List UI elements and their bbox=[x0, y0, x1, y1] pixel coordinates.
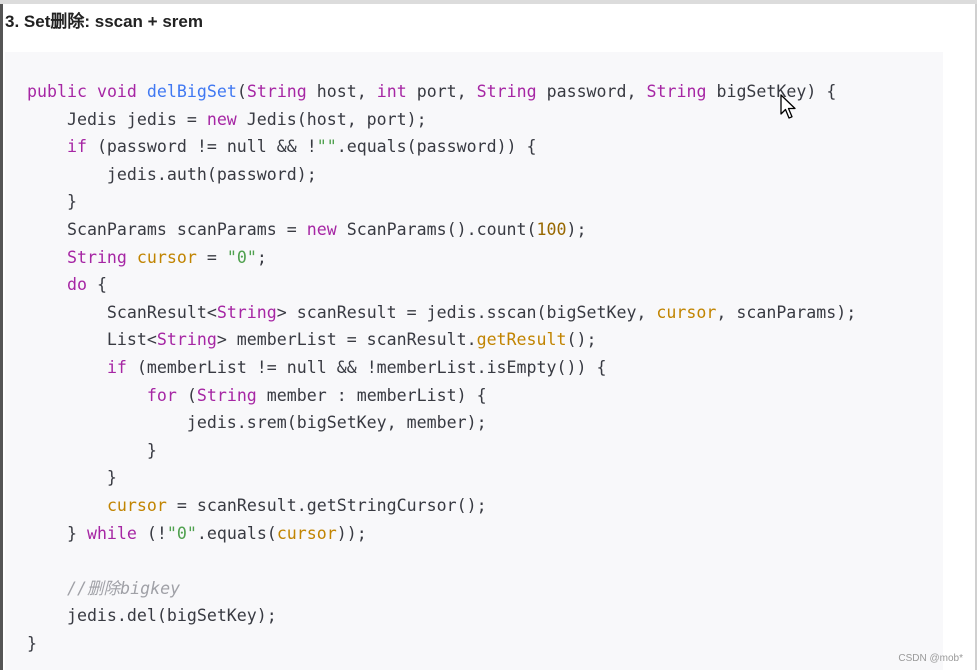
code-comment: //删除bigkey bbox=[66, 578, 181, 598]
mouse-pointer-icon bbox=[780, 94, 796, 119]
code-line: } bbox=[27, 192, 77, 212]
code-block: public void delBigSet(String host, int p… bbox=[5, 52, 943, 670]
code-line: } bbox=[27, 440, 157, 460]
code-line: jedis.auth(password); bbox=[27, 164, 317, 184]
code-line: ScanResult<String> scanResult = jedis.ss… bbox=[27, 302, 857, 322]
left-border bbox=[0, 4, 3, 670]
code-line: jedis.srem(bigSetKey, member); bbox=[27, 413, 487, 433]
section-heading: 3. Set删除: sscan + srem bbox=[5, 12, 203, 31]
code-line: List<String> memberList = scanResult.get… bbox=[27, 330, 597, 350]
code-line: do { bbox=[66, 275, 107, 295]
code-line: } bbox=[27, 633, 37, 653]
code-line: if (password != null && !"".equals(passw… bbox=[66, 137, 537, 157]
code-line bbox=[27, 547, 943, 575]
top-border bbox=[0, 0, 977, 4]
code-line: //删除bigkey bbox=[27, 575, 943, 603]
code-line: } bbox=[27, 468, 117, 488]
code-line: for (String member : memberList) { bbox=[146, 385, 487, 405]
code-line: ScanParams scanParams = new ScanParams()… bbox=[27, 219, 587, 239]
code-line: public void delBigSet(String host, int p… bbox=[27, 82, 837, 101]
code-line: if (memberList != null && !memberList.is… bbox=[106, 357, 607, 377]
csdn-watermark: CSDN @mob* bbox=[898, 653, 963, 664]
code-line: cursor = scanResult.getStringCursor(); bbox=[106, 495, 487, 515]
code-line: Jedis jedis = new Jedis(host, port); bbox=[27, 109, 427, 129]
code-line: String cursor = "0"; bbox=[66, 247, 267, 267]
code-line: jedis.del(bigSetKey); bbox=[27, 606, 277, 626]
right-border bbox=[975, 4, 977, 670]
code-line: } while (!"0".equals(cursor)); bbox=[27, 523, 367, 543]
